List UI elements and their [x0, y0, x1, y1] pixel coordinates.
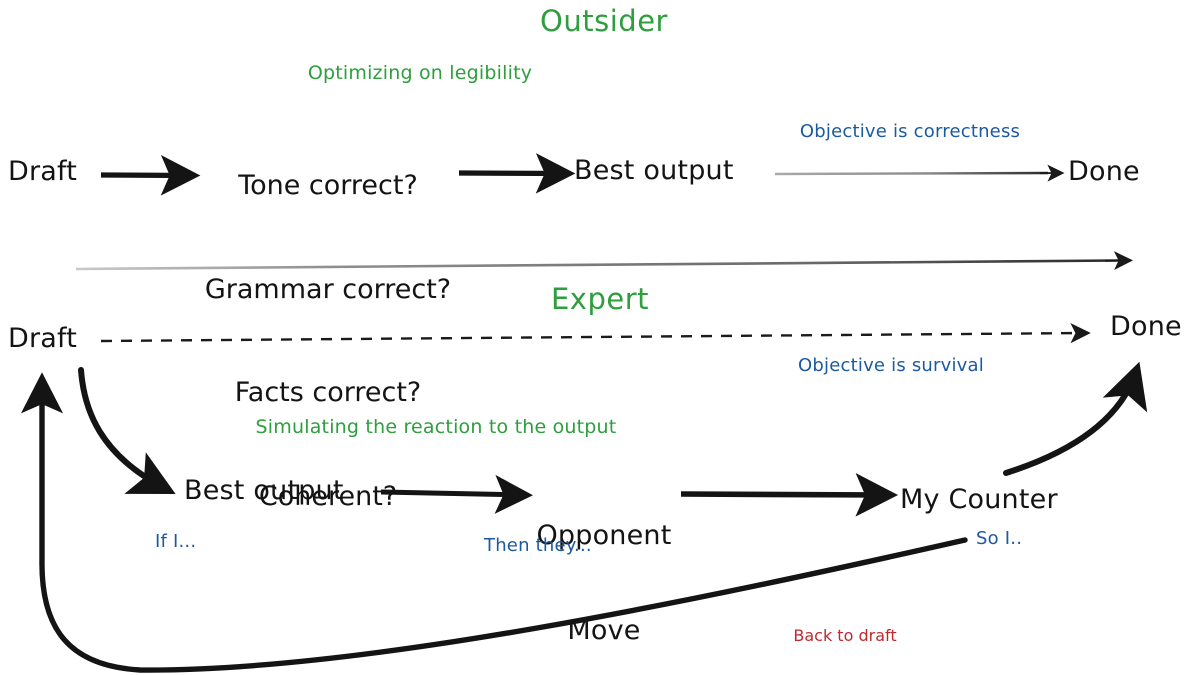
outsider-green-note: Optimizing on legibility: [307, 62, 533, 84]
arrow-draft-to-best-output-curve: [78, 367, 176, 494]
expert-node-my-counter: My Counter: [900, 484, 1058, 515]
section-title-outsider: Outsider: [540, 4, 668, 38]
feedback-note-line-1: Back to draft: [793, 626, 897, 646]
criteria-item-coherent: Coherent?: [258, 481, 398, 513]
expert-node-opponent-move: Opponent Move: [489, 456, 719, 675]
criteria-item-tone: Tone correct?: [238, 170, 418, 202]
arrow-my-counter-to-done-curve: [1003, 361, 1148, 476]
outsider-node-done: Done: [1068, 156, 1140, 187]
expert-step-note-so-i: So I..: [976, 528, 1023, 549]
opponent-move-line-1: Opponent: [536, 519, 672, 551]
criteria-item-grammar: Grammar correct?: [204, 273, 452, 305]
expert-blue-note-objective: Objective is survival: [798, 355, 984, 376]
expert-node-done: Done: [1110, 311, 1182, 342]
section-title-expert: Expert: [550, 282, 650, 316]
opponent-move-line-2: Move: [567, 615, 641, 647]
arrow-best-output-to-done: [774, 164, 1065, 182]
expert-green-note: Simulating the reaction to the output: [255, 416, 617, 438]
outsider-blue-note: Objective is correctness: [799, 121, 1021, 142]
expert-node-draft: Draft: [8, 323, 78, 354]
criteria-item-facts: Facts correct?: [234, 377, 422, 409]
outsider-node-best-output: Best output: [574, 155, 734, 186]
expert-step-note-if-i: If I...: [155, 531, 197, 552]
expert-node-best-output: Best output: [184, 475, 344, 506]
outsider-criteria-list: Tone correct? Grammar correct? Facts cor…: [178, 100, 478, 584]
outsider-node-draft: Draft: [8, 156, 78, 187]
expert-feedback-note: Back to draft if not good: [735, 582, 955, 675]
expert-step-note-then-they: Then they...: [484, 535, 592, 556]
